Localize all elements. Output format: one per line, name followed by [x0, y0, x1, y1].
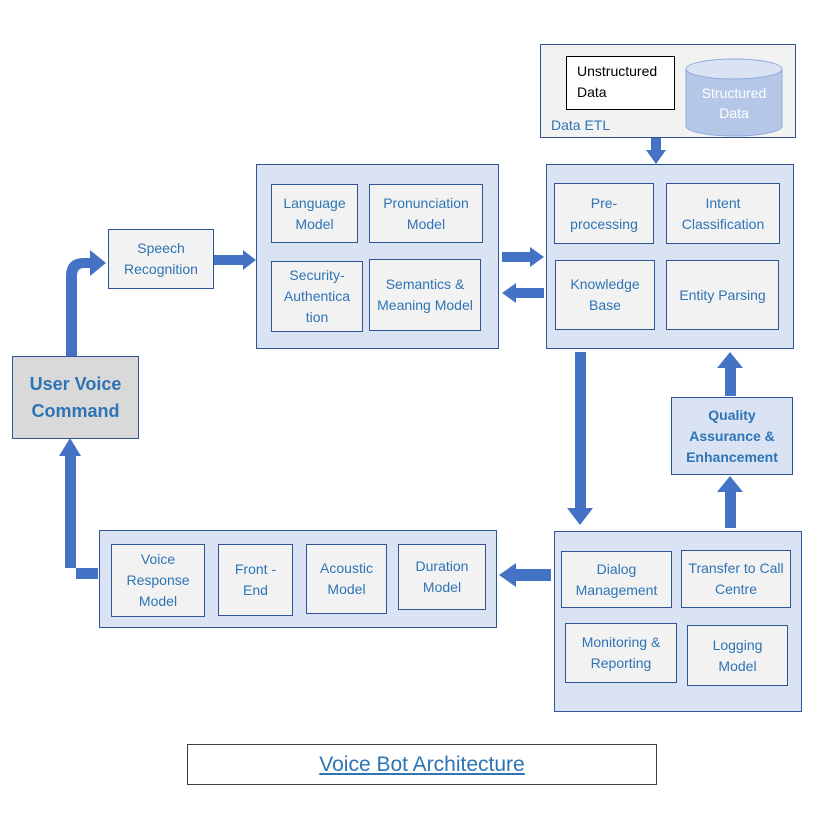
- acoustic-model-box: Acoustic Model: [306, 544, 387, 614]
- logging-model-box: Logging Model: [687, 625, 788, 686]
- user-voice-command-box: User Voice Command: [12, 356, 139, 439]
- speech-recognition-box: Speech Recognition: [108, 229, 214, 289]
- arrow-dialog-to-qa: [717, 476, 743, 528]
- structured-data-cylinder: [685, 58, 783, 137]
- diagram-caption-box: Voice Bot Architecture: [187, 744, 657, 785]
- arrow-nlu-to-language: [502, 283, 544, 303]
- arrow-tts-to-user: [59, 438, 98, 579]
- pronunciation-model-box: Pronunciation Model: [369, 184, 483, 243]
- unstructured-data-box: Unstructured Data: [566, 56, 675, 110]
- knowledge-base-box: Knowledge Base: [555, 260, 655, 330]
- duration-model-box: Duration Model: [398, 544, 486, 610]
- arrow-speech-to-language: [214, 250, 256, 270]
- arrow-language-to-nlu: [502, 247, 544, 267]
- arrow-nlu-to-dialog: [567, 352, 593, 525]
- intent-classification-box: Intent Classification: [666, 183, 780, 244]
- semantics-meaning-model-box: Semantics & Meaning Model: [369, 259, 481, 331]
- security-authentication-box: Security-Authentica tion: [271, 261, 363, 332]
- entity-parsing-box: Entity Parsing: [666, 260, 779, 330]
- quality-assurance-box: Quality Assurance & Enhancement: [671, 397, 793, 475]
- arrow-user-to-speech: [66, 250, 106, 356]
- arrow-etl-to-nlu: [646, 138, 666, 164]
- front-end-box: Front - End: [218, 544, 293, 616]
- arrow-qa-to-nlu: [717, 352, 743, 396]
- structured-data-label: Structured Data: [701, 85, 767, 121]
- monitoring-reporting-box: Monitoring & Reporting: [565, 623, 677, 683]
- diagram-caption: Voice Bot Architecture: [319, 752, 525, 776]
- arrow-dialog-to-tts: [499, 563, 551, 587]
- transfer-to-call-centre-box: Transfer to Call Centre: [681, 550, 791, 608]
- data-etl-label: Data ETL: [551, 117, 611, 133]
- language-model-box: Language Model: [271, 184, 358, 243]
- dialog-management-box: Dialog Management: [561, 551, 672, 608]
- preprocessing-box: Pre-processing: [554, 183, 654, 244]
- voice-response-model-box: Voice Response Model: [111, 544, 205, 617]
